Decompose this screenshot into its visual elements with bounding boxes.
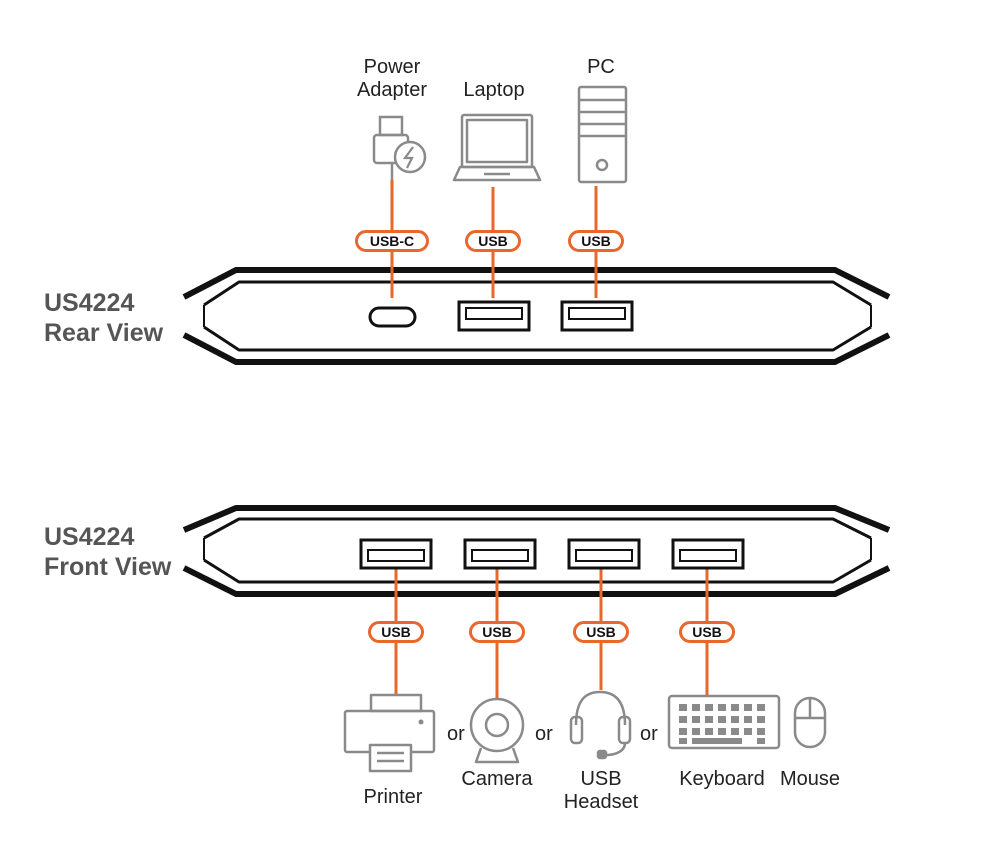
laptop-icon xyxy=(452,113,542,182)
rear-usb-port-1 xyxy=(457,300,531,332)
pc-icon xyxy=(577,85,628,184)
or-separator: or xyxy=(640,723,658,745)
mouse-label: Mouse xyxy=(779,768,841,790)
rear-usb-port-2 xyxy=(560,300,634,332)
front-cables xyxy=(394,567,709,698)
keyboard-keys xyxy=(679,704,765,744)
keyboard-label: Keyboard xyxy=(679,768,765,790)
rear-view-label: Rear View xyxy=(44,319,164,347)
camera-icon xyxy=(469,697,525,764)
front-usb-port-2 xyxy=(463,538,537,570)
power-adapter-label-line1: Power xyxy=(363,56,421,78)
laptop-usb-badge: USB xyxy=(465,230,521,252)
rear-model-label: US4224 xyxy=(44,289,135,317)
usb-c-port xyxy=(368,306,417,328)
front-usb-port-3 xyxy=(567,538,641,570)
or-separator: or xyxy=(535,723,553,745)
headset-usb-badge: USB xyxy=(573,621,629,643)
camera-label: Camera xyxy=(461,768,533,790)
headset-label-line1: USB xyxy=(580,768,622,790)
rear-hub-body xyxy=(182,267,891,365)
power-adapter-label-line2: Adapter xyxy=(356,79,428,101)
printer-icon xyxy=(343,693,436,773)
front-model-label: US4224 xyxy=(44,523,135,551)
usb-c-badge: USB-C xyxy=(355,230,429,252)
keyboard-usb-badge: USB xyxy=(679,621,735,643)
laptop-label: Laptop xyxy=(463,79,525,101)
headset-label-line2: Headset xyxy=(563,791,639,813)
power-adapter-label: Power Adapter xyxy=(342,56,442,102)
front-usb-port-4 xyxy=(671,538,745,570)
front-usb-port-1 xyxy=(359,538,433,570)
mouse-icon xyxy=(793,696,827,749)
pc-usb-badge: USB xyxy=(568,230,624,252)
power-adapter-icon xyxy=(372,115,427,180)
front-view-label: Front View xyxy=(44,553,172,581)
front-view-title: US4224 Front View xyxy=(44,522,171,582)
pc-label: PC xyxy=(587,56,615,78)
front-hub-body xyxy=(182,505,891,597)
headset-label: USB Headset xyxy=(551,768,651,814)
camera-usb-badge: USB xyxy=(469,621,525,643)
printer-label: Printer xyxy=(363,786,423,808)
or-separator: or xyxy=(447,723,465,745)
keyboard-icon xyxy=(667,694,781,750)
printer-usb-badge: USB xyxy=(368,621,424,643)
rear-view-title: US4224 Rear View xyxy=(44,288,163,348)
headset-icon xyxy=(569,690,632,760)
